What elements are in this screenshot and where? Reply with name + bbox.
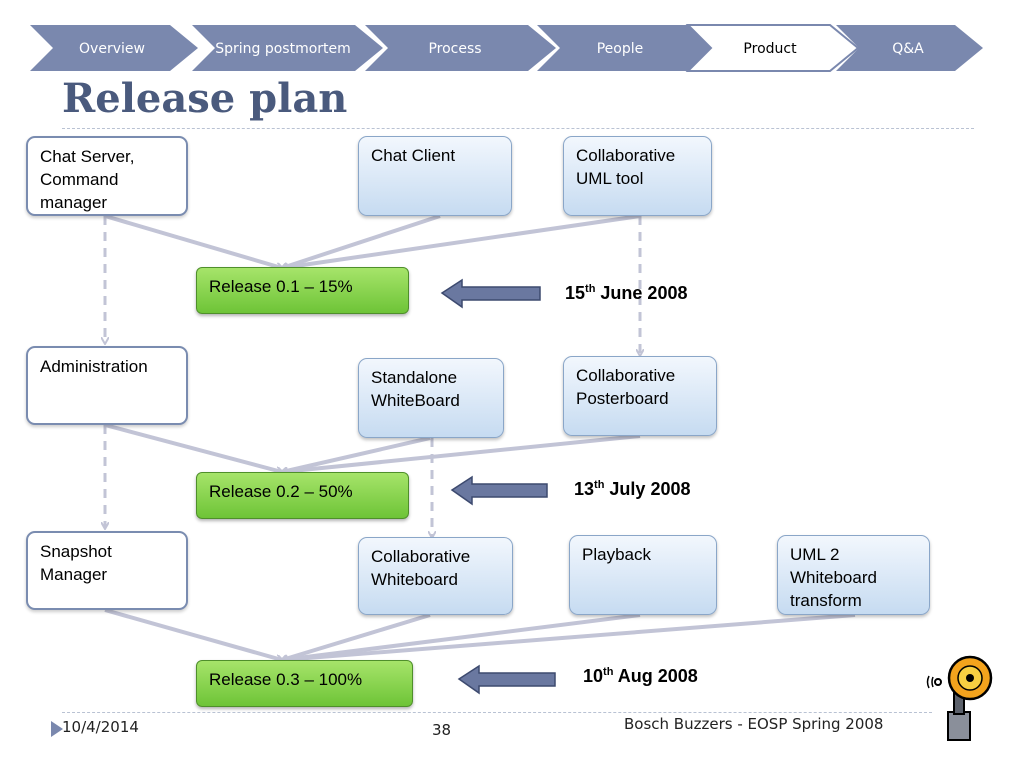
node-chat-server: Chat Server, Command manager (26, 136, 188, 216)
nav-tab-label: Spring postmortem (215, 41, 351, 57)
timeline-arrow (457, 664, 556, 695)
release-date: 13th July 2008 (574, 479, 691, 499)
footer-arrow-icon (51, 721, 63, 737)
connector-line (282, 434, 641, 472)
nav-tab-label: People (597, 41, 644, 57)
nav-tab-process[interactable]: Process (365, 25, 556, 71)
nav-tab-label: Product (743, 41, 797, 57)
connector-line (104, 214, 282, 268)
nav-tab-label: Process (428, 41, 481, 57)
nav-tab-people[interactable]: People (537, 25, 728, 71)
connector-line (104, 608, 282, 660)
release-0-3: Release 0.3 – 100% (196, 660, 413, 707)
connector-line (282, 613, 431, 660)
page-title: Release plan (62, 75, 348, 122)
release-date: 10th Aug 2008 (583, 666, 698, 686)
footer-divider (62, 712, 932, 713)
nav-tab-qa[interactable]: Q&A (836, 25, 983, 71)
timeline-arrow (450, 475, 548, 506)
release-0-2: Release 0.2 – 50% (196, 472, 409, 519)
section-nav: Overview Spring postmortem Process Peopl… (30, 24, 983, 72)
node-playback: Playback (569, 535, 717, 615)
timeline-arrow (440, 278, 541, 309)
node-snapshot-manager: Snapshot Manager (26, 531, 188, 610)
node-collaborative-whiteboard: Collaborative Whiteboard (358, 537, 513, 615)
nav-tab-product[interactable]: Product (685, 24, 860, 72)
connector-line (282, 436, 431, 472)
connector-line (282, 613, 856, 660)
footer-date: 10/4/2014 (62, 718, 139, 736)
nav-tab-spring-postmortem[interactable]: Spring postmortem (192, 25, 383, 71)
node-uml-tool: Collaborative UML tool (563, 136, 712, 216)
node-posterboard: Collaborative Posterboard (563, 356, 717, 436)
footer-organization: Bosch Buzzers - EOSP Spring 2008 (624, 715, 884, 733)
connector-line (104, 423, 282, 472)
nav-tab-overview[interactable]: Overview (30, 25, 198, 71)
title-divider (62, 128, 974, 129)
connector-line (282, 613, 641, 660)
connector-line (282, 214, 441, 268)
nav-tab-label: Overview (79, 41, 145, 57)
node-administration: Administration (26, 346, 188, 425)
nav-tab-label: Q&A (892, 41, 924, 57)
page-number: 38 (432, 721, 452, 739)
node-uml2-transform: UML 2 Whiteboard transform (777, 535, 930, 615)
node-chat-client: Chat Client (358, 136, 512, 216)
release-date: 15th June 2008 (565, 283, 688, 303)
connector-line (282, 214, 641, 268)
alarm-bell-icon (926, 655, 993, 741)
node-standalone-whiteboard: Standalone WhiteBoard (358, 358, 504, 438)
release-0-1: Release 0.1 – 15% (196, 267, 409, 314)
